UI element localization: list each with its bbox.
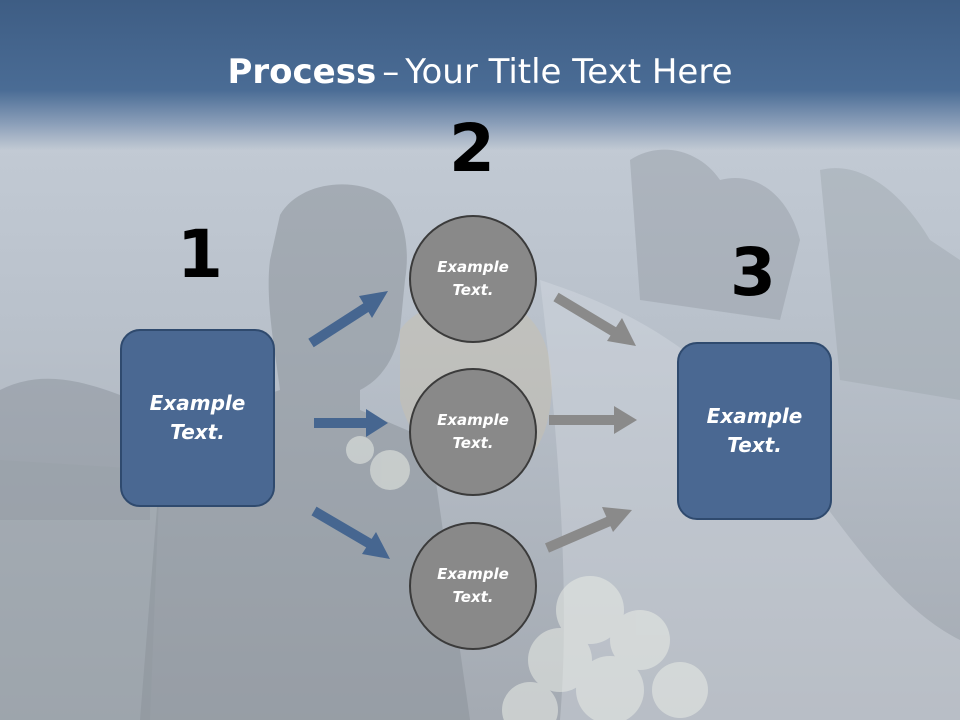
arrow-down-right-left bbox=[311, 506, 375, 550]
title-text: Your Title Text Here bbox=[405, 52, 733, 92]
step-3-number: 3 bbox=[730, 234, 776, 311]
arrow-down-right-left-head bbox=[362, 532, 390, 559]
arrow-up-right-right bbox=[545, 515, 614, 553]
circle-bottom-text: Example Text. bbox=[437, 565, 509, 606]
title-dash: – bbox=[382, 52, 400, 92]
arrow-up-right-right-head bbox=[602, 507, 632, 532]
step-2-circle-top[interactable]: Example Text. bbox=[409, 215, 537, 343]
arrow-up-right-left-head bbox=[359, 291, 388, 318]
step-1-number: 1 bbox=[177, 216, 223, 293]
right-arrows bbox=[545, 292, 637, 553]
title-bold-part: Process bbox=[227, 52, 377, 92]
circle-middle-text: Example Text. bbox=[437, 411, 509, 452]
step-3-text: Example Text. bbox=[706, 404, 803, 457]
step-2-number: 2 bbox=[449, 110, 495, 187]
step-3-box[interactable]: Example Text. bbox=[677, 342, 832, 520]
title-band bbox=[0, 0, 960, 150]
arrow-right-right-head bbox=[614, 406, 637, 434]
arrow-right-left-head bbox=[366, 409, 388, 437]
step-1-box[interactable]: Example Text. bbox=[120, 329, 275, 507]
step-2-circle-middle[interactable]: Example Text. bbox=[409, 368, 537, 496]
arrow-up-right-left bbox=[308, 300, 373, 348]
arrow-down-right-right bbox=[553, 292, 619, 338]
circle-top-text: Example Text. bbox=[437, 258, 509, 299]
slide-title[interactable]: Process–Your Title Text Here bbox=[0, 52, 960, 92]
step-1-text: Example Text. bbox=[149, 391, 246, 444]
left-arrows bbox=[308, 291, 390, 559]
step-2-circle-bottom[interactable]: Example Text. bbox=[409, 522, 537, 650]
arrow-down-right-right-head bbox=[607, 318, 636, 346]
